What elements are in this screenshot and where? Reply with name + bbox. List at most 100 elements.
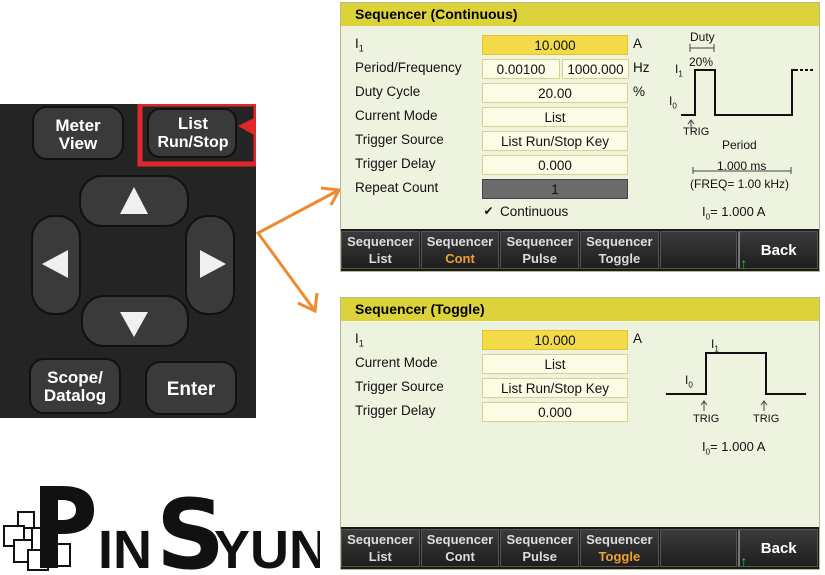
trigger-delay-label: Trigger Delay — [355, 403, 436, 418]
screen-title: Sequencer (Continuous) — [341, 3, 819, 26]
scope-datalog-key[interactable]: Scope/ Datalog — [29, 358, 121, 414]
up-arrow-key[interactable] — [79, 175, 189, 227]
period-title: Period — [722, 138, 757, 152]
scope-datalog-label-1: Scope/ — [47, 368, 103, 387]
trigger-delay-label: Trigger Delay — [355, 156, 436, 171]
screen-body: I1 10.000 A Period/Frequency 0.00100 s 1… — [341, 26, 819, 230]
arrow-head-down-icon — [297, 292, 319, 314]
current-mode-label: Current Mode — [355, 355, 438, 370]
meter-view-label-1: Meter — [55, 116, 101, 135]
i1-unit: A — [633, 331, 643, 346]
softkey-blank — [659, 231, 738, 269]
i0-readout: I0= 1.000 A — [702, 439, 766, 457]
trigger-source-field[interactable]: List Run/Stop Key — [482, 378, 628, 398]
up-arrow-icon: ↑ — [740, 255, 748, 271]
screen-body: I1 10.000 A Current Mode List Trigger So… — [341, 321, 819, 528]
sequencer-toggle-screen: Sequencer (Toggle) I1 10.000 A Current M… — [340, 297, 820, 570]
right-arrow-key[interactable] — [185, 215, 235, 315]
keypad-photo: Meter View List Run/Stop — [0, 104, 256, 418]
wave-i0-label: I0 — [669, 94, 677, 111]
trigger-source-field[interactable]: List Run/Stop Key — [482, 131, 628, 151]
up-arrow-icon: ↑ — [740, 553, 748, 569]
highlight-pointer-icon — [238, 117, 256, 136]
arrow-head-up-icon — [320, 186, 342, 206]
trigger-delay-field[interactable]: 0.000 — [482, 155, 628, 175]
wave-i1-label: I1 — [711, 337, 719, 354]
wave-trig-b-label: TRIG — [753, 413, 780, 425]
checkmark-icon: ✔ — [483, 204, 494, 218]
left-arrow-key[interactable] — [31, 215, 81, 315]
logo-letter-s: S — [156, 484, 225, 574]
i1-unit: A — [633, 36, 643, 51]
frequency-unit: Hz — [633, 60, 650, 75]
down-arrow-icon — [120, 312, 148, 337]
sequencer-continuous-screen: Sequencer (Continuous) I1 10.000 A Perio… — [340, 2, 820, 272]
logo-text-yun: YUN — [214, 520, 320, 574]
pulse-waveform-line — [681, 69, 795, 116]
period-frequency-label: Period/Frequency — [355, 60, 462, 75]
repeat-count-field[interactable]: 1 — [482, 179, 628, 199]
list-run-stop-label-2: Run/Stop — [157, 134, 228, 151]
duty-cycle-unit: % — [633, 84, 646, 99]
continuous-label: Continuous — [500, 204, 569, 219]
meter-view-label-2: View — [59, 134, 98, 153]
list-run-stop-key[interactable]: List Run/Stop — [147, 108, 237, 158]
scope-datalog-label-2: Datalog — [44, 386, 106, 405]
back-button[interactable]: Back ↑ — [738, 231, 819, 271]
i1-field[interactable]: 10.000 — [482, 35, 628, 55]
period-value: 1.000 ms — [717, 159, 767, 173]
meter-view-key[interactable]: Meter View — [32, 106, 124, 160]
duty-percent: 20% — [689, 55, 714, 69]
screen-title: Sequencer (Toggle) — [341, 298, 819, 321]
softkey-blank — [659, 529, 738, 567]
toggle-waveform-diagram — [666, 352, 806, 411]
i1-label: I1 — [355, 331, 364, 349]
wave-trig-a-label: TRIG — [693, 413, 720, 425]
trigger-delay-field[interactable]: 0.000 — [482, 402, 628, 422]
i1-label: I1 — [355, 36, 364, 54]
current-mode-field[interactable]: List — [482, 107, 628, 127]
current-mode-label: Current Mode — [355, 108, 438, 123]
repeat-count-label: Repeat Count — [355, 180, 439, 195]
wave-i0-label: I0 — [685, 373, 693, 390]
enter-key[interactable]: Enter — [145, 361, 237, 415]
left-arrow-icon — [42, 250, 68, 278]
back-button[interactable]: Back ↑ — [738, 529, 819, 569]
current-mode-field[interactable]: List — [482, 354, 628, 374]
frequency-field[interactable]: 1000.000 — [562, 59, 629, 79]
pinsyun-logo: S IN YUN — [0, 479, 328, 575]
logo-text-in: IN — [98, 520, 152, 574]
trigger-source-label: Trigger Source — [355, 379, 444, 394]
list-run-stop-label-1: List — [178, 114, 209, 133]
back-label: Back — [760, 540, 797, 557]
period-field[interactable]: 0.00100 — [482, 59, 560, 79]
duty-cycle-field[interactable]: 20.00 — [482, 83, 628, 103]
trigger-source-label: Trigger Source — [355, 132, 444, 147]
duty-cycle-label: Duty Cycle — [355, 84, 421, 99]
logo-letter-p — [40, 486, 94, 568]
back-label: Back — [760, 242, 797, 259]
i0-readout: I0= 1.000 A — [702, 204, 766, 222]
i1-field[interactable]: 10.000 — [482, 330, 628, 350]
wave-i1-label: I1 — [675, 62, 683, 79]
connector-line — [255, 188, 340, 312]
right-arrow-icon — [200, 250, 226, 278]
down-arrow-key[interactable] — [81, 295, 189, 347]
enter-label: Enter — [167, 379, 216, 400]
wave-trig-label: TRIG — [683, 126, 710, 138]
highlight-box — [137, 104, 256, 167]
frequency-readout: (FREQ= 1.00 kHz) — [690, 177, 790, 191]
continuous-checkbox[interactable]: ✔ Continuous — [482, 204, 568, 219]
duty-title: Duty — [690, 30, 715, 44]
continuous-waveform-diagram — [681, 44, 813, 174]
